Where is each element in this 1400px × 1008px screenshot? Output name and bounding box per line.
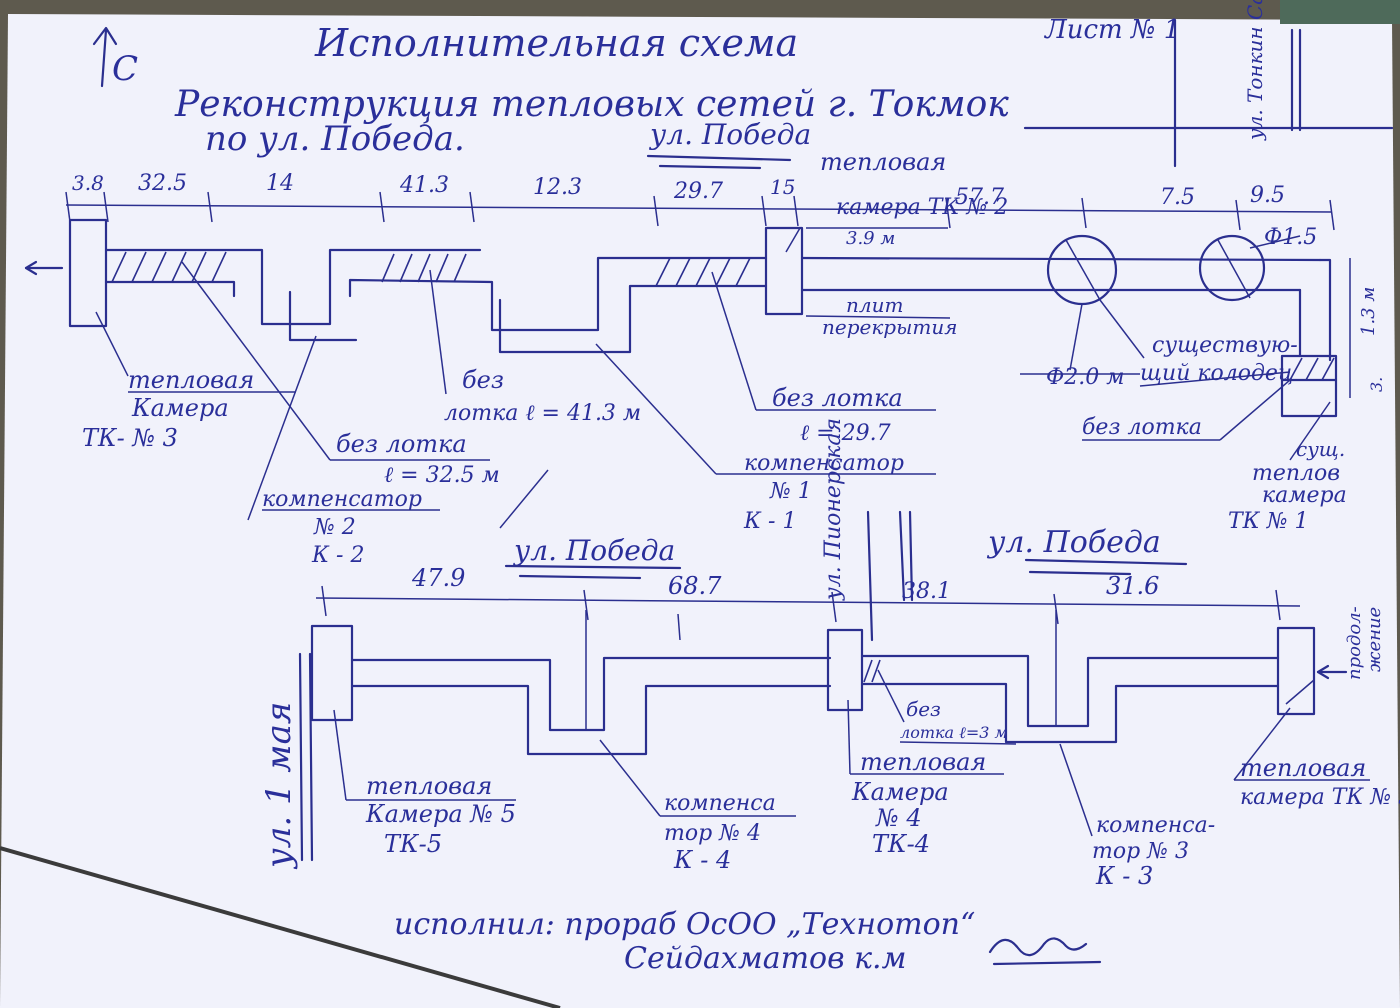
- corner-street-marker: [1023, 18, 1394, 168]
- tk4-label-3: № 4: [875, 804, 922, 832]
- subtitle-line-1: Реконструкция тепловых сетей г. Токмок: [174, 84, 1009, 125]
- no-tray-1-label: без лотка: [336, 430, 467, 458]
- arrow-left-continue-icon: [1316, 664, 1348, 680]
- comp-k1-label-1: компенсатор: [744, 451, 904, 476]
- tk3-lower-label-2: камера ТК № 3: [1240, 785, 1400, 810]
- footer-name: Сейдахматов к.м: [624, 941, 906, 976]
- slab-label-2: перекрытия: [822, 315, 957, 339]
- dim-14: 14: [266, 171, 294, 196]
- slab-label-1: плит: [846, 293, 903, 317]
- lower-pipeline: [350, 654, 1280, 756]
- street-label-lower-right: ул. Победа: [986, 525, 1161, 560]
- comp-k2-label-2: № 2: [313, 515, 356, 540]
- upper-pipeline: [104, 248, 768, 354]
- comp-k2-label-3: К - 2: [311, 543, 364, 568]
- dim-3: 3.: [1367, 377, 1386, 392]
- street-label-lower: ул. Победа: [512, 534, 675, 567]
- chamber-tk2-label-2: камера ТК № 2: [836, 195, 1008, 220]
- dim-7-5: 7.5: [1160, 185, 1195, 210]
- no-tray-3-label-1: без лотка: [772, 384, 903, 412]
- comp-k3-label-2: тор № 3: [1092, 839, 1189, 864]
- corner-street-label: ул. Тонкин Самарк: [1243, 0, 1267, 141]
- comp-k1-label-3: К - 1: [743, 509, 796, 534]
- continuation-label-2: жение: [1364, 607, 1385, 672]
- comp-k4-label-2: тор № 4: [664, 821, 761, 846]
- chamber-tk5: [310, 624, 354, 722]
- continuation-label-1: продол-: [1344, 606, 1365, 680]
- comp-k3-label-1: компенса-: [1096, 813, 1215, 838]
- comp-k3-label-3: К - 3: [1095, 862, 1153, 890]
- chamber-tk3-lower: [1276, 626, 1316, 716]
- lower-dimension-line: [315, 585, 1301, 625]
- dim-3-9: 3.9 м: [846, 228, 895, 249]
- upper-right-pipe: [800, 256, 1332, 362]
- comp-k4-label-3: К - 4: [673, 846, 731, 874]
- hatch-no-tray-2: [381, 253, 467, 283]
- diam-2-0: Ф2.0 м: [1046, 365, 1124, 390]
- dim-68-7: 68.7: [668, 572, 722, 600]
- comp-k2-label-1: компенсатор: [262, 487, 422, 512]
- comp-k4-label-1: компенса: [664, 791, 776, 816]
- dim-41-3: 41.3: [399, 173, 449, 198]
- dim-47-9: 47.9: [411, 564, 465, 592]
- tk5-label-2: Камера № 5: [365, 800, 516, 828]
- comp-k1-label-2: № 1: [769, 479, 812, 504]
- tk4-label-4: ТК-4: [872, 830, 930, 858]
- dim-29-7: 29.7: [673, 179, 723, 204]
- wire-across-sheet: [0, 846, 561, 1008]
- street-label-top: ул. Победа: [648, 118, 811, 151]
- tk1-label-4: ТК № 1: [1228, 509, 1309, 534]
- tk3-label-1: тепловая: [128, 366, 254, 394]
- no-tray-2-label-2: лотка ℓ = 41.3 м: [444, 401, 641, 426]
- subtitle-line-2: по ул. Победа.: [205, 119, 465, 159]
- tk5-label-1: тепловая: [366, 772, 492, 800]
- sheet-number: Лист № 1: [1043, 15, 1180, 45]
- hatch-no-tray-3: [655, 257, 751, 287]
- tk3-lower-label-1: тепловая: [1240, 754, 1366, 782]
- north-label: С: [112, 49, 138, 89]
- signature-mark: [988, 937, 1102, 966]
- chamber-tk3-upper: [68, 218, 108, 328]
- tk3-label-2: Камера: [131, 394, 229, 422]
- dim-9-5: 9.5: [1250, 183, 1285, 208]
- no-tray-lower-1: без: [906, 697, 941, 721]
- no-tray-lower-2: лотка ℓ=3 м: [900, 723, 1008, 742]
- no-tray-2-label-1: без: [462, 366, 504, 394]
- footer-executed-by: исполнил: прораб ОсОО „Технотоп“: [394, 907, 975, 942]
- hatch-no-tray-lower: [863, 659, 881, 683]
- tk3-label-3: ТК- № 3: [82, 424, 178, 452]
- dim-32-5: 32.5: [138, 171, 187, 196]
- dim-57-7: 57.7: [955, 185, 1004, 210]
- tk1-label-3: камера: [1262, 483, 1347, 508]
- tk5-label-3: ТК-5: [384, 830, 442, 858]
- dim-1-3: 1.3 м: [1358, 287, 1379, 336]
- tk1-label-2: теплов: [1252, 461, 1340, 486]
- street-pioneer: ул. Пионерская: [821, 418, 846, 601]
- no-tray-right: без лотка: [1082, 415, 1202, 440]
- chamber-tk4: [826, 628, 864, 712]
- upper-dimension-line: [65, 191, 1335, 231]
- no-tray-1-length: ℓ = 32.5 м: [384, 463, 500, 488]
- dim-12-3: 12.3: [533, 175, 582, 200]
- chamber-tk2: [764, 226, 804, 316]
- tk4-label-1: тепловая: [860, 748, 986, 776]
- dim-38-1: 38.1: [902, 579, 951, 604]
- arrow-left-icon: [24, 260, 64, 276]
- street-1-may: ул. 1 мая: [259, 702, 299, 870]
- existing-well-d15: [1198, 234, 1266, 302]
- north-arrow-icon: [92, 26, 118, 88]
- no-tray-3-label-2: ℓ = 29.7: [800, 421, 891, 446]
- existing-well-label-1: существую-: [1152, 333, 1298, 358]
- chamber-tk2-label-1: тепловая: [820, 148, 946, 176]
- dim-3-8: 3.8: [72, 171, 104, 195]
- dim-15: 15: [770, 175, 795, 199]
- tk4-label-2: Камера: [851, 778, 949, 806]
- paper-shadow: [1280, 0, 1400, 24]
- tk1-label-1: сущ.: [1296, 437, 1345, 461]
- hatch-no-tray-1: [111, 251, 227, 283]
- sheet-title: Исполнительная схема: [314, 21, 798, 65]
- dim-31-6: 31.6: [1106, 572, 1159, 600]
- paper-sheet: [0, 14, 1400, 1008]
